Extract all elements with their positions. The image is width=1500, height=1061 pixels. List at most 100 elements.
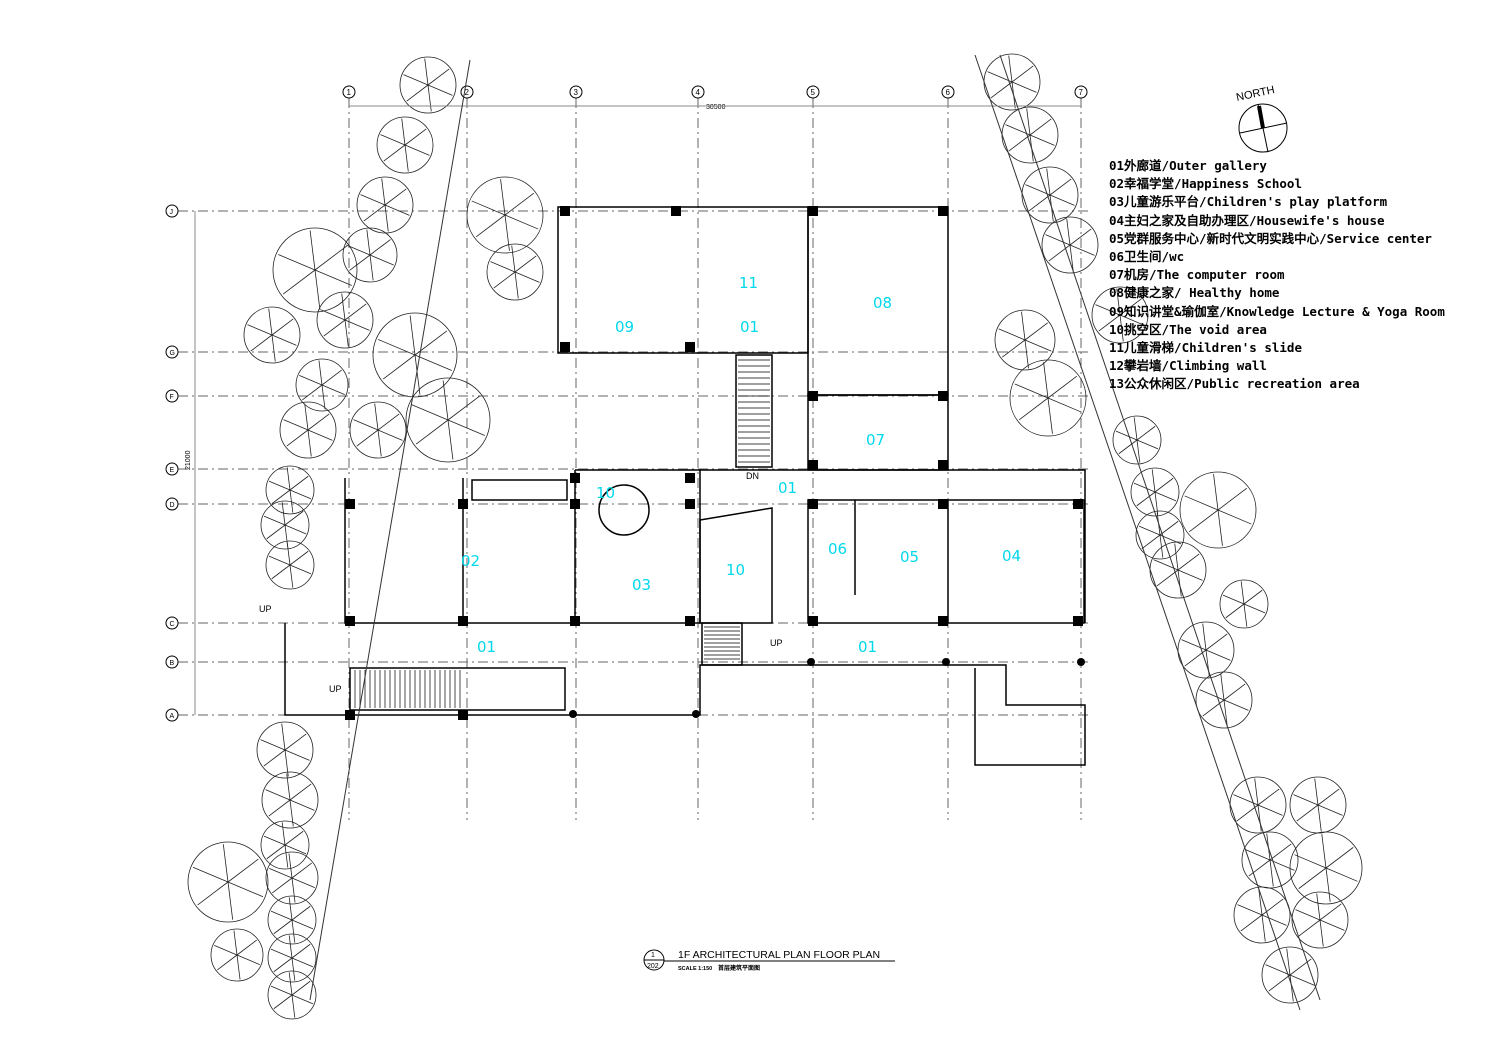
- stair-label-dn: DN: [746, 471, 759, 481]
- grid-row-label: D: [170, 502, 175, 509]
- tree-symbol: [1233, 886, 1291, 944]
- tree-symbol: [1130, 467, 1180, 517]
- tree-symbol: [261, 771, 319, 829]
- tree-symbol: [260, 820, 310, 870]
- stair-label-up: UP: [259, 604, 272, 614]
- north-arrow: [1238, 103, 1288, 153]
- room-label: 04: [1002, 547, 1021, 565]
- tree-symbol: [983, 53, 1041, 111]
- room-label: 07: [866, 431, 885, 449]
- tree-symbol: [256, 721, 314, 779]
- room-label: 03: [632, 576, 651, 594]
- legend-item: 12攀岩墙/Climbing wall: [1109, 358, 1267, 374]
- legend-item: 05党群服务中心/新时代文明实践中心/Service center: [1109, 230, 1432, 246]
- tree-symbol: [243, 306, 301, 364]
- tree-symbol: [210, 928, 264, 982]
- legend-item: 09知识讲堂&瑜伽室/Knowledge Lecture & Yoga Room: [1109, 303, 1445, 319]
- tree-symbol: [316, 291, 374, 349]
- tree-symbol: [1009, 359, 1087, 437]
- grid-column-label: 4: [696, 88, 701, 97]
- tree-symbol: [1291, 891, 1349, 949]
- stair-label-up: UP: [770, 638, 783, 648]
- drawing-subtitle: 首层建筑平面图: [718, 964, 760, 972]
- tree-symbol: [260, 500, 310, 550]
- tree-symbol: [1289, 776, 1347, 834]
- room-label: 01: [778, 479, 797, 497]
- tree-symbol: [267, 895, 317, 945]
- tree-symbol: [1195, 671, 1253, 729]
- tree-symbol: [1261, 946, 1319, 1004]
- tree-symbol: [1219, 579, 1269, 629]
- tree-symbol: [356, 176, 414, 234]
- tree-symbol: [466, 176, 544, 254]
- room-label: 08: [873, 294, 892, 312]
- legend-item: 01外廊道/Outer gallery: [1109, 158, 1267, 173]
- tree-symbol: [376, 116, 434, 174]
- grid-row-label: G: [170, 350, 175, 357]
- tree-symbol: [265, 465, 315, 515]
- grid-row-label: F: [170, 394, 174, 401]
- stair-label-up: UP: [329, 684, 342, 694]
- tree-symbol: [1241, 831, 1299, 889]
- room-label: 01: [740, 318, 759, 336]
- grid-column-label: 5: [811, 88, 816, 97]
- tree-symbol: [994, 309, 1056, 371]
- tree-symbol: [342, 227, 398, 283]
- tree-symbol: [295, 358, 349, 412]
- room-label: 11: [739, 274, 758, 292]
- legend-item: 02幸福学堂/Happiness School: [1109, 176, 1302, 192]
- legend-item: 07机房/The computer room: [1109, 267, 1285, 283]
- tree-symbol: [1149, 541, 1207, 599]
- room-label: 09: [615, 318, 634, 336]
- drawing-title-block: 1 202 1F ARCHITECTURAL PLAN FLOOR PLAN S…: [643, 949, 895, 972]
- tree-symbol: [405, 377, 491, 463]
- room-label: 05: [900, 548, 919, 566]
- tree-symbol: [1091, 286, 1149, 344]
- tree-symbol: [1135, 510, 1185, 560]
- grid-column-label: 6: [946, 88, 951, 97]
- tree-symbol: [486, 243, 544, 301]
- drawing-title: 1F ARCHITECTURAL PLAN FLOOR PLAN: [678, 949, 880, 961]
- tree-symbol: [1177, 621, 1235, 679]
- title-ref-bottom: 202: [647, 963, 659, 970]
- tree-symbol: [265, 540, 315, 590]
- room-label: 02: [461, 552, 480, 570]
- title-ref-top: 1: [651, 952, 655, 959]
- grid-column-label: 2: [465, 88, 470, 97]
- grid-row-label: B: [170, 660, 175, 667]
- legend-item: 04主妇之家及自助办理区/Housewife's house: [1109, 212, 1385, 228]
- legend-item: 06卫生间/wc: [1109, 249, 1185, 265]
- grid-row-label: J: [170, 209, 174, 216]
- tree-symbol: [1179, 471, 1257, 549]
- grid-row-label: E: [170, 467, 175, 474]
- tree-symbol: [187, 841, 269, 923]
- tree-symbol: [267, 933, 317, 983]
- legend-item: 08健康之家/ Healthy home: [1109, 285, 1280, 301]
- tree-symbol: [279, 401, 337, 459]
- tree-symbol: [1229, 776, 1287, 834]
- grid-row-label: A: [170, 713, 175, 720]
- tree-symbol: [272, 227, 358, 313]
- dimension-vertical: 21000: [185, 450, 192, 470]
- tree-symbol: [1021, 166, 1079, 224]
- tree-symbol: [267, 970, 317, 1020]
- tree-symbol: [1289, 831, 1363, 905]
- legend-item: 11儿童滑梯/Children's slide: [1109, 340, 1302, 356]
- legend-item: 13公众休闲区/Public recreation area: [1109, 376, 1360, 392]
- tree-symbol: [349, 401, 407, 459]
- grid-row-label: C: [170, 621, 175, 628]
- legend-item: 03儿童游乐平台/Children's play platform: [1109, 194, 1388, 210]
- tree-symbol: [399, 56, 457, 114]
- tree-symbol: [1001, 106, 1059, 164]
- room-label: 10: [596, 484, 615, 502]
- room-label: 01: [477, 638, 496, 656]
- tree-symbol: [265, 851, 319, 905]
- tree-symbol: [1112, 415, 1162, 465]
- tree-symbol: [1041, 216, 1099, 274]
- room-label: 10: [726, 561, 745, 579]
- room-label: 01: [858, 638, 877, 656]
- grid-column-label: 7: [1079, 88, 1084, 97]
- grid-column-label: 3: [574, 88, 579, 97]
- grid-column-label: 1: [347, 88, 352, 97]
